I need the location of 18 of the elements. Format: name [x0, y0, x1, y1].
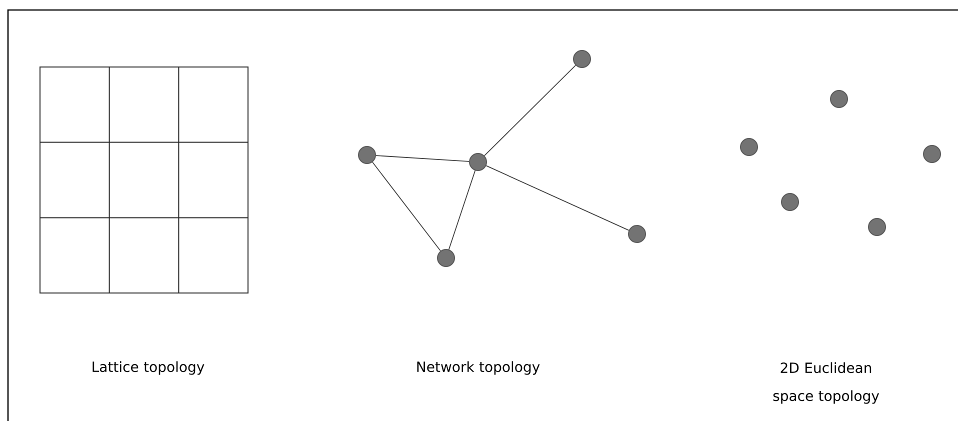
dot [740, 138, 758, 156]
connector-line [486, 165, 630, 231]
connector-line [484, 64, 576, 156]
dot [437, 249, 455, 267]
caption-text: Network topology [417, 361, 540, 375]
caption-text: Lattice topology [92, 361, 204, 375]
caption-text: 2D Euclidean space topology [773, 362, 880, 404]
dot [469, 153, 487, 171]
dot [781, 193, 799, 211]
dot [628, 225, 646, 243]
dot [923, 145, 941, 163]
dot [573, 50, 591, 68]
dot [830, 90, 848, 108]
connector-line [372, 162, 441, 252]
connector-line [376, 155, 470, 162]
dot [358, 146, 376, 164]
connector-line [448, 170, 476, 250]
dot [868, 218, 886, 236]
